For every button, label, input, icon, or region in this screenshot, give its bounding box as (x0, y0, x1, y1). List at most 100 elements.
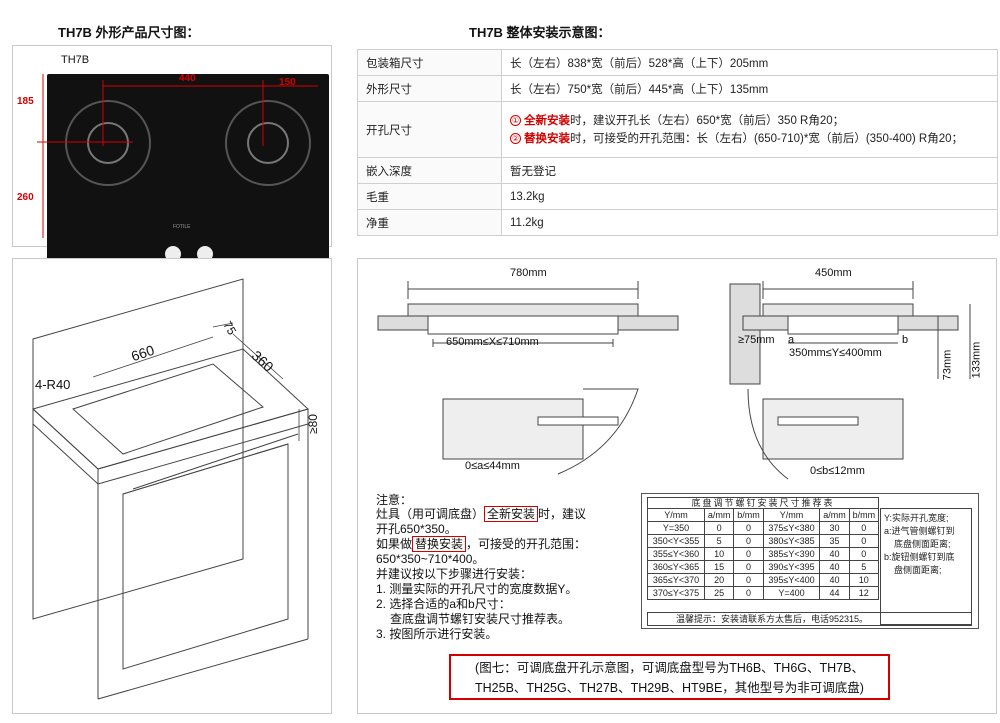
legend-line: 盘侧面距离; (894, 565, 942, 575)
rec-table-tip: 温馨提示：安装请联系方太售后，电话952315。 (647, 612, 972, 626)
legend-line: Y:实际开孔宽度; (884, 513, 949, 523)
spec-key: 净重 (357, 209, 502, 236)
dim-r40: 4-R40 (35, 377, 71, 392)
dim-780mm: 780mm (510, 267, 547, 279)
spec-key: 包装箱尺寸 (357, 49, 502, 76)
spec-table: 包装箱尺寸 长（左右）838*宽（前后）528*高（上下）205mm 外形尺寸 … (357, 49, 998, 236)
caption-line-2: TH25B、TH25G、TH27B、TH29B、HT9BE，其他型号为非可调底盘… (475, 681, 864, 695)
table-cell: 375≤Y<380 (762, 521, 821, 535)
spec-key: 外形尺寸 (357, 75, 502, 102)
table-row: 包装箱尺寸 长（左右）838*宽（前后）528*高（上下）205mm (357, 49, 998, 76)
table-cell: 10 (848, 573, 880, 587)
notes-line-7: 2. 选择合适的a和b尺寸： (376, 597, 511, 611)
circled-two-icon: ② (510, 132, 521, 144)
ge75-label: ≥75mm (738, 334, 775, 346)
notes-line-1: 灶具（用可调底盘）全新安装时，建议 (376, 505, 586, 522)
notes-text: ，可接受的开孔范围： (466, 537, 587, 551)
table-cell: 355≤Y<360 (647, 547, 705, 561)
table-cell: 25 (703, 586, 735, 600)
col-header: b/mm (848, 508, 880, 522)
table-cell: Y=350 (647, 521, 705, 535)
notes-text: 时，建议 (538, 507, 587, 521)
table-cell: Y=400 (762, 586, 821, 600)
x-range-label: 650mm≤X≤710mm (446, 336, 539, 348)
table-cell: 35 (819, 534, 850, 548)
hob-image: FOTILE (47, 74, 329, 284)
table-cell: 0 (703, 521, 735, 535)
table-cell: 12 (848, 586, 880, 600)
table-cell: 385≤Y<390 (762, 547, 821, 561)
table-cell: 5 (848, 560, 880, 574)
model-label: TH7B (61, 54, 90, 66)
replace-install-rest: 时，可接受的开孔范围：长（左右）(650-710)*宽（前后）(350-400)… (570, 132, 963, 145)
legend-line: a:进气管侧螺钉到 (884, 526, 955, 536)
notes-line-3: 如果做替换安装，可接受的开孔范围： (376, 535, 586, 552)
replace-install-text: 替换安装 (524, 132, 570, 145)
spec-value: 长（左右）750*宽（前后）445*高（上下）135mm (501, 75, 998, 102)
y-range-label: 350mm≤Y≤400mm (789, 347, 882, 359)
left-burner-inner-icon (87, 122, 129, 164)
h73-label: 73mm (941, 349, 954, 381)
table-cell: 5 (703, 534, 735, 548)
b-range-label: 0≤b≤12mm (810, 465, 865, 477)
table-cell: 0 (733, 547, 764, 561)
dim-450mm: 450mm (815, 267, 852, 279)
brand-logo: FOTILE (173, 224, 191, 230)
product-size-heading: TH7B 外形产品尺寸图： (58, 25, 200, 40)
rec-table-title: 底盘调节螺钉安装尺寸推荐表 (647, 497, 879, 509)
cabinet-drawing (32, 278, 309, 700)
spec-key: 毛重 (357, 183, 502, 210)
table-cell: 370≤Y<375 (647, 586, 705, 600)
new-install-rest: 时，建议开孔长（左右）650*宽（前后）350 R角20； (570, 114, 845, 127)
left-burner-icon (65, 100, 151, 186)
table-cell: 360≤Y<365 (647, 560, 705, 574)
dim-440: 440 (179, 73, 196, 84)
table-cell: 0 (733, 560, 764, 574)
notes-text: 灶具（用可调底盘） (376, 507, 485, 521)
table-cell: 0 (733, 521, 764, 535)
table-row: 净重 11.2kg (357, 209, 998, 236)
spec-key: 嵌入深度 (357, 157, 502, 184)
legend-line: 底盘侧面距离; (894, 539, 951, 549)
table-header-row: Y/mm a/mm b/mm Y/mm a/mm b/mm (647, 508, 880, 522)
rec-table-frame (641, 493, 979, 629)
table-row: 外形尺寸 长（左右）750*宽（前后）445*高（上下）135mm (357, 75, 998, 102)
spec-value: 11.2kg (501, 209, 998, 236)
table-cell: 20 (703, 573, 735, 587)
dim-80: ≥80 (305, 414, 320, 434)
h133-label: 133mm (970, 341, 983, 379)
table-cell: 10 (703, 547, 735, 561)
install-panel: 780mm 450mm 650mm≤X≤710mm ≥75mm a b 350m… (357, 258, 997, 714)
right-burner-inner-icon (247, 122, 289, 164)
table-cell: 44 (819, 586, 850, 600)
new-install-text: 全新安装 (524, 114, 570, 127)
col-header: b/mm (733, 508, 764, 522)
spec-value: 暂无登记 (501, 157, 998, 184)
spec-value: 13.2kg (501, 183, 998, 210)
notes-line-5: 并建议按以下步骤进行安装： (376, 567, 533, 581)
table-cell: 380≤Y<385 (762, 534, 821, 548)
table-cell: 40 (819, 573, 850, 587)
dim-260: 260 (17, 192, 34, 203)
circled-one-icon: ① (510, 114, 521, 126)
a-range-label: 0≤a≤44mm (465, 460, 520, 472)
table-cell: 0 (848, 534, 880, 548)
table-cell: 0 (848, 521, 880, 535)
a-label: a (788, 334, 795, 346)
b-label: b (902, 334, 909, 346)
spec-key: 开孔尺寸 (357, 101, 502, 158)
notes-title: 注意： (376, 493, 413, 507)
new-install-highlight: 全新安装 (484, 506, 539, 522)
legend-line: b:旋钮侧螺钉到底 (884, 552, 955, 562)
table-cell: 0 (733, 573, 764, 587)
col-header: a/mm (819, 508, 850, 522)
table-cell: 40 (819, 560, 850, 574)
table-row: 嵌入深度 暂无登记 (357, 157, 998, 184)
table-cell: 350<Y<355 (647, 534, 705, 548)
